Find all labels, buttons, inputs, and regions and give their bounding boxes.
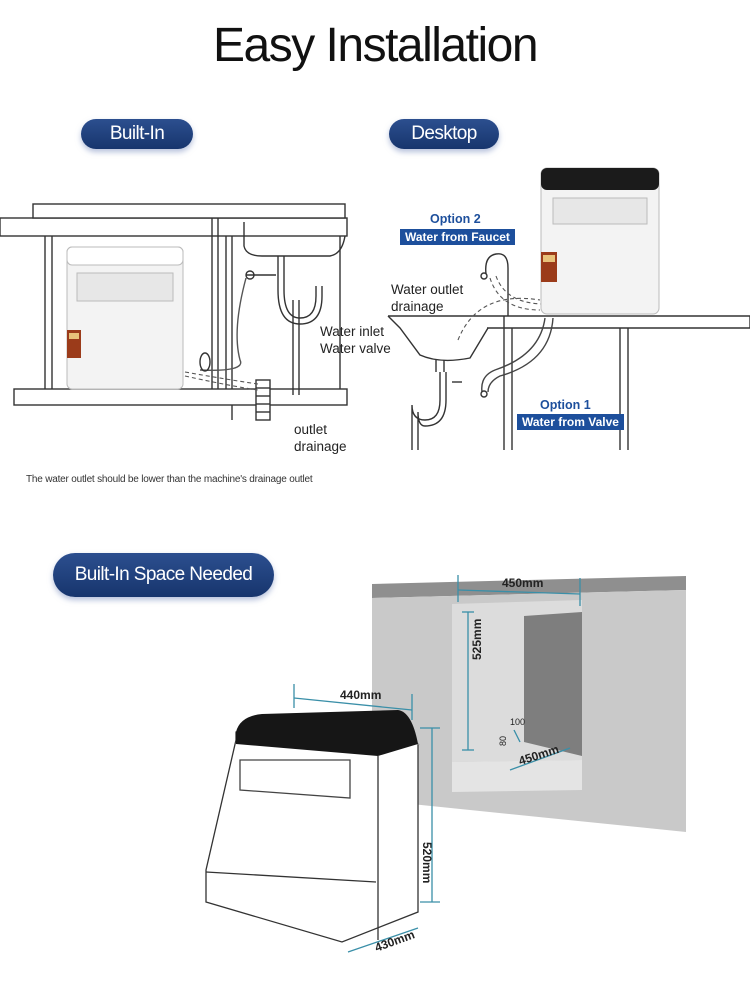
page-title: Easy Installation bbox=[212, 19, 539, 72]
option1-text: Water from Valve bbox=[517, 414, 624, 430]
option2-text: Water from Faucet bbox=[400, 229, 515, 245]
option2-title: Option 2 bbox=[430, 212, 481, 226]
space-dimension-lines bbox=[457, 575, 581, 771]
space-cabinet bbox=[372, 576, 686, 832]
water-outlet-line2: drainage bbox=[391, 299, 444, 314]
machine-dimension-lines bbox=[293, 684, 440, 953]
drainage-note: The water outlet should be lower than th… bbox=[26, 474, 313, 485]
space-dishwasher bbox=[205, 710, 420, 943]
builtin-dishwasher bbox=[66, 246, 184, 390]
outlet-drainage-line2: drainage bbox=[294, 439, 347, 454]
desktop-pill: Desktop bbox=[389, 119, 499, 149]
space-pill: Built-In Space Needed bbox=[53, 553, 274, 597]
machine-height-label: 520mm bbox=[420, 842, 434, 884]
step-a-label: 100 bbox=[510, 717, 526, 727]
desktop-drawing bbox=[387, 253, 750, 450]
outlet-drainage-label: outlet drainage bbox=[294, 421, 347, 455]
desktop-dashed-hose bbox=[457, 275, 546, 341]
water-inlet-line2: Water valve bbox=[320, 341, 391, 356]
water-inlet-line1: Water inlet bbox=[320, 324, 385, 339]
cabinet-width-label: 450mm bbox=[502, 576, 544, 590]
machine-width-label: 440mm bbox=[340, 688, 382, 702]
step-b-label: 80 bbox=[498, 735, 508, 746]
builtin-pill: Built-In bbox=[81, 119, 193, 149]
hose-dashed bbox=[184, 371, 259, 391]
water-inlet-label: Water inlet Water valve bbox=[320, 323, 391, 357]
option1-title: Option 1 bbox=[540, 398, 591, 412]
water-outlet-line1: Water outlet bbox=[391, 282, 464, 297]
builtin-cabinet-drawing bbox=[0, 203, 348, 421]
cabinet-height-label: 525mm bbox=[470, 618, 484, 660]
water-outlet-label: Water outlet drainage bbox=[391, 281, 463, 315]
desktop-dishwasher bbox=[540, 167, 660, 315]
outlet-drainage-line1: outlet bbox=[294, 422, 328, 437]
